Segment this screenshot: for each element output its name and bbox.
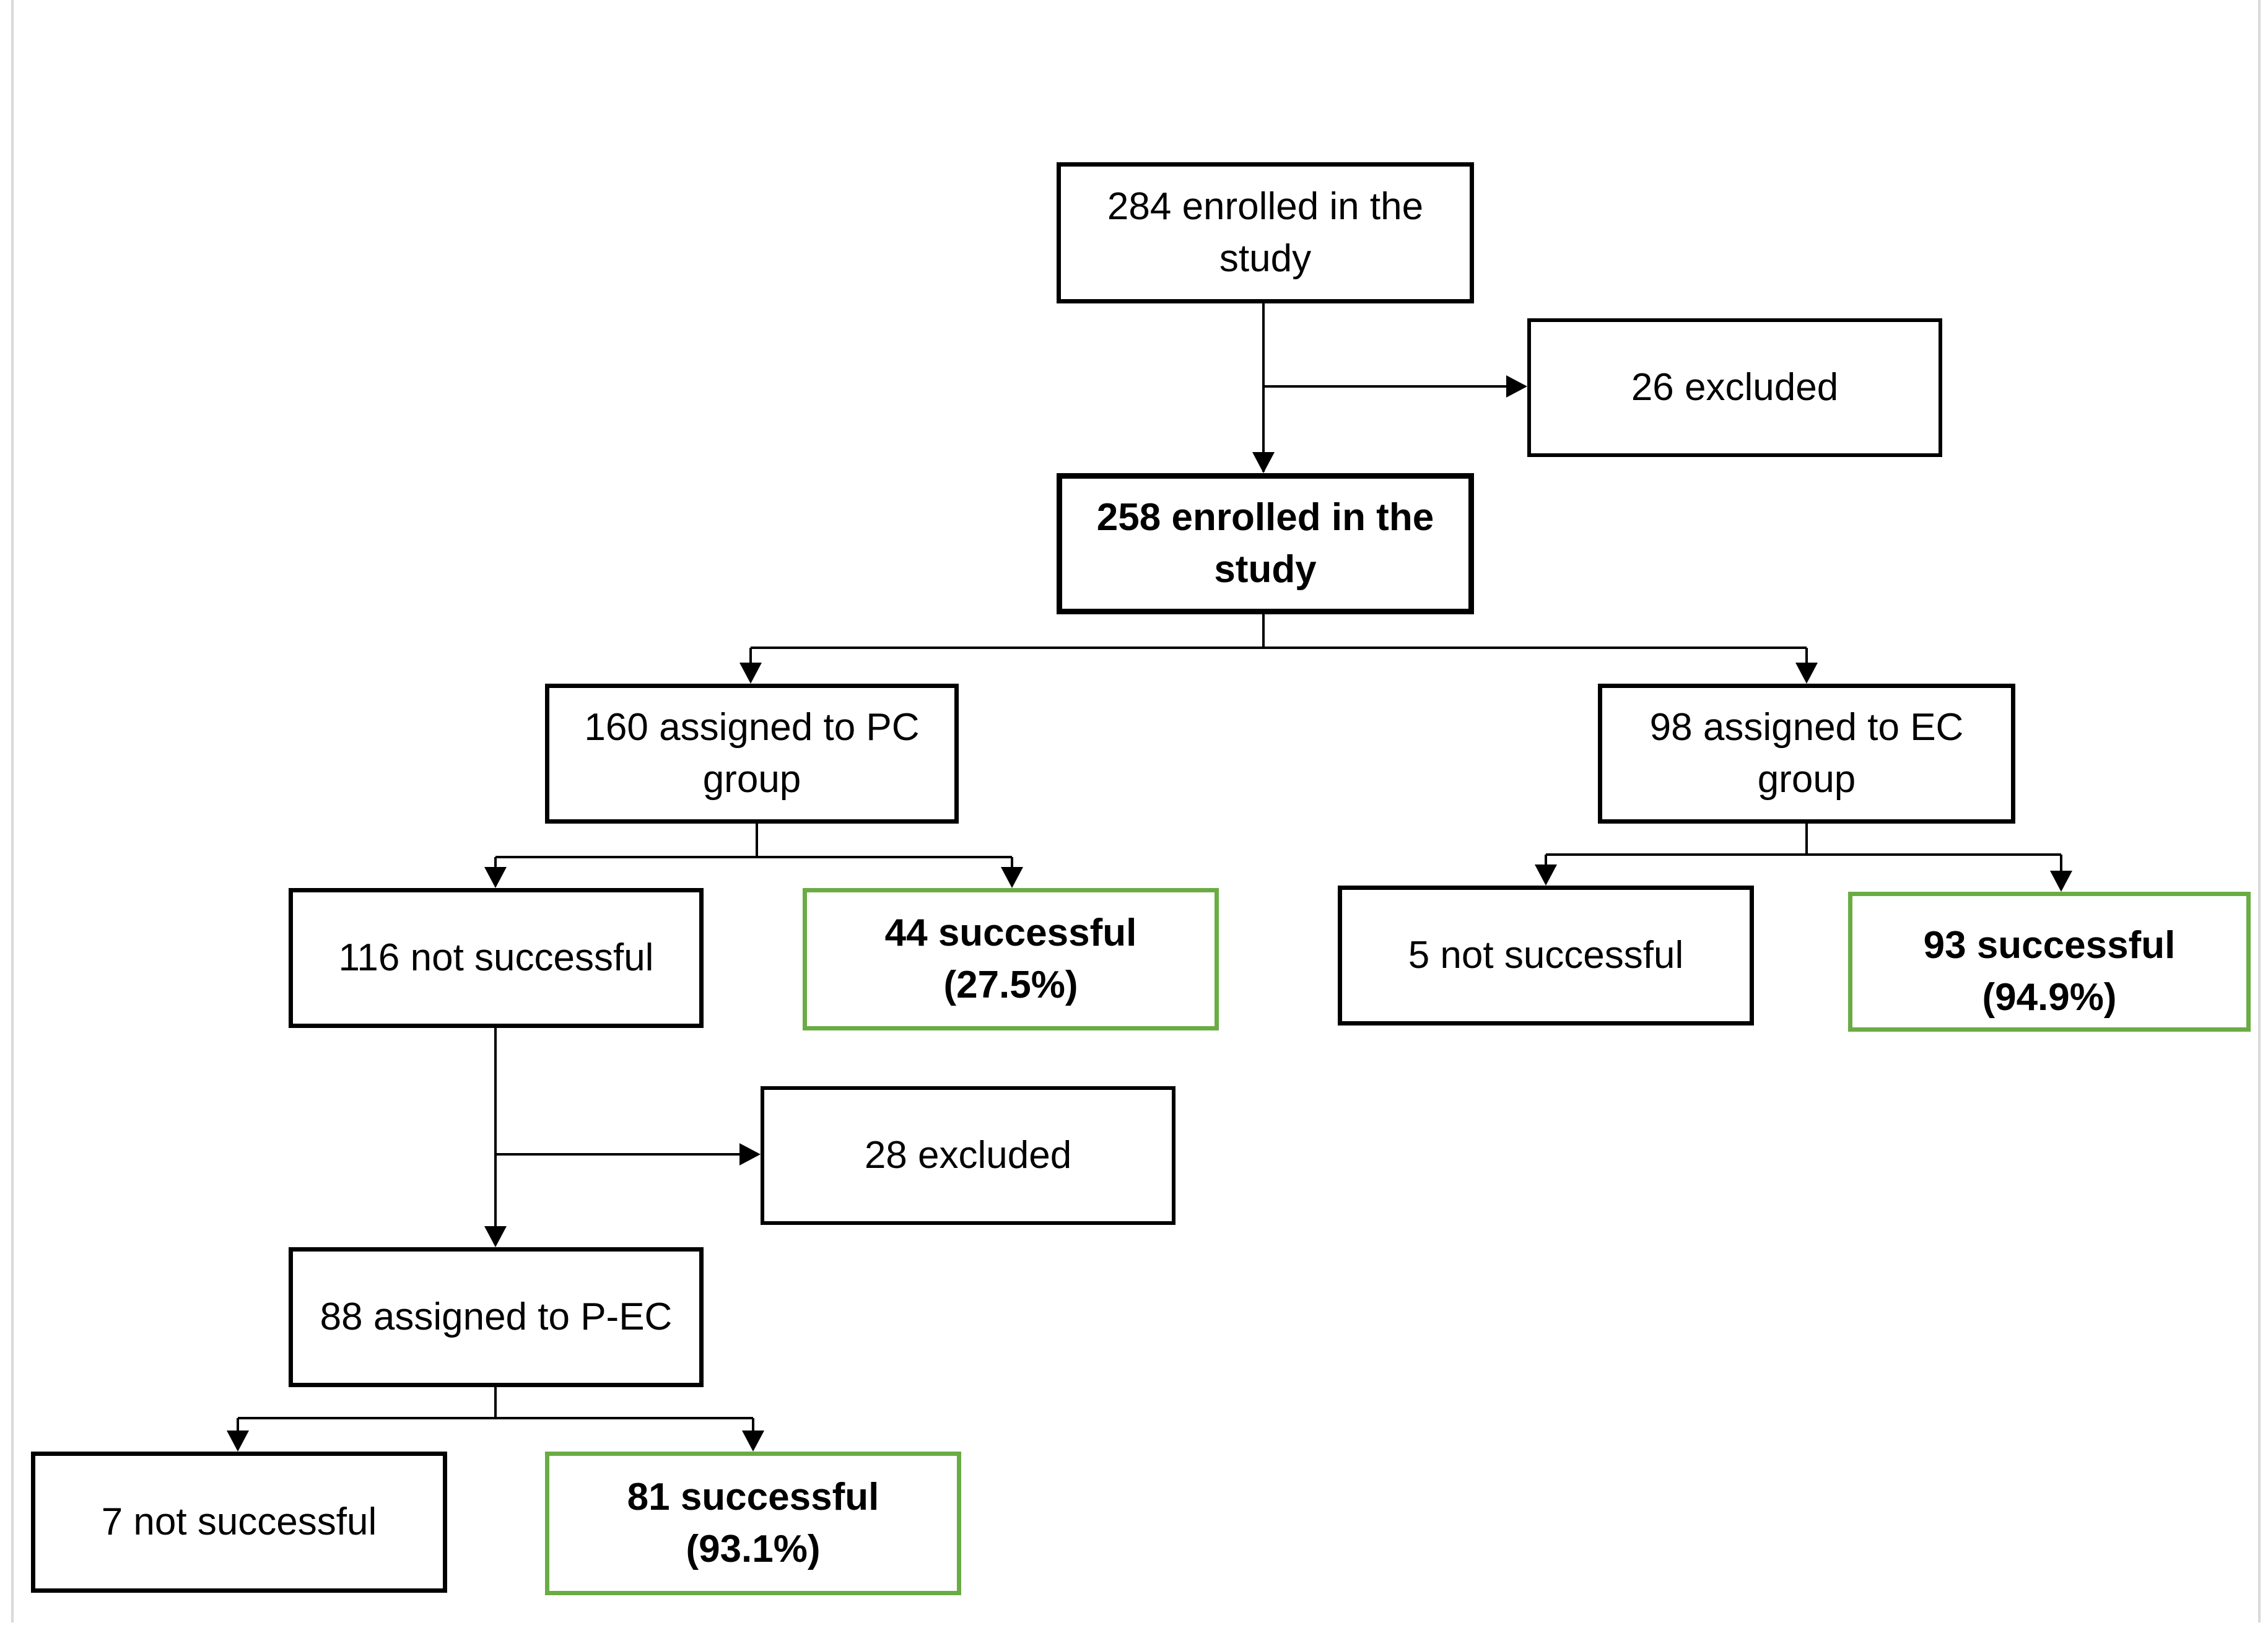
node-pc-group: 160 assigned to PC group xyxy=(545,684,959,824)
node-excluded-second-label: 28 excluded xyxy=(864,1134,1072,1177)
node-pc-not-successful: 116 not successful xyxy=(289,888,704,1028)
node-enrolled-final-label: 258 enrolled in the study xyxy=(1096,496,1434,591)
node-ec-group: 98 assigned to EC group xyxy=(1598,684,2015,824)
node-pc-not-successful-label: 116 not successful xyxy=(338,936,654,979)
node-pc-group-label: 160 assigned to PC group xyxy=(584,706,920,801)
node-enrolled-initial: 284 enrolled in the study xyxy=(1057,162,1474,303)
node-excluded-second: 28 excluded xyxy=(761,1086,1175,1225)
node-excluded-first-label: 26 excluded xyxy=(1631,366,1839,409)
node-pec-not-successful: 7 not successful xyxy=(31,1452,447,1593)
node-pec-group: 88 assigned to P-EC xyxy=(289,1247,704,1387)
node-pec-successful-label: 81 successful (93.1%) xyxy=(627,1476,879,1570)
node-enrolled-final: 258 enrolled in the study xyxy=(1057,473,1474,614)
node-excluded-first: 26 excluded xyxy=(1527,318,1942,457)
node-pec-not-successful-label: 7 not successful xyxy=(101,1500,377,1543)
node-enrolled-initial-label: 284 enrolled in the study xyxy=(1107,185,1424,280)
left-frame-line xyxy=(11,0,14,1622)
right-frame-line xyxy=(2258,0,2261,1622)
node-ec-not-successful-label: 5 not successful xyxy=(1408,934,1684,977)
node-pec-successful: 81 successful (93.1%) xyxy=(545,1452,961,1595)
node-ec-group-label: 98 assigned to EC group xyxy=(1649,706,1964,801)
node-ec-successful-label: 93 successful (94.9%) xyxy=(1923,924,2176,1019)
node-pc-successful-label: 44 successful (27.5%) xyxy=(884,912,1137,1006)
node-ec-successful: 93 successful (94.9%) xyxy=(1848,892,2251,1032)
node-pc-successful: 44 successful (27.5%) xyxy=(803,888,1219,1030)
node-ec-not-successful: 5 not successful xyxy=(1338,886,1754,1026)
node-pec-group-label: 88 assigned to P-EC xyxy=(320,1296,673,1338)
